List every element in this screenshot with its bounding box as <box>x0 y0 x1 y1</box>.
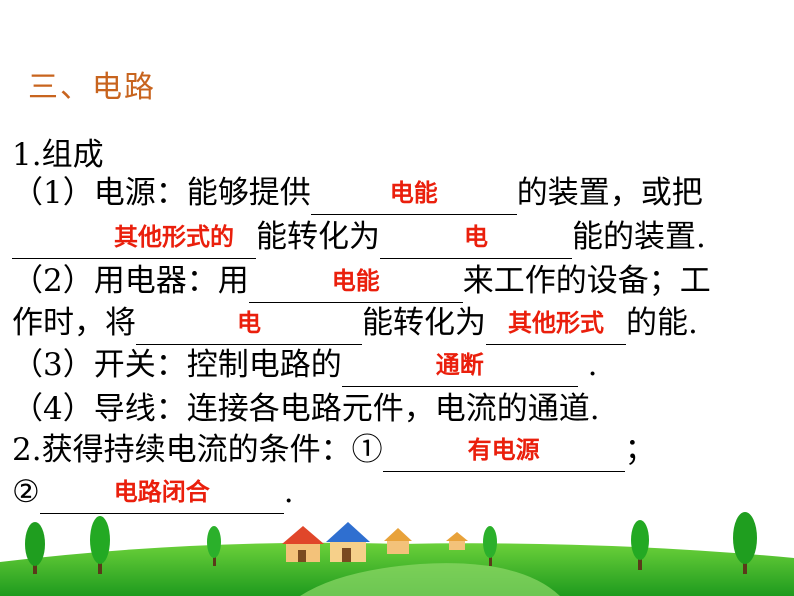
text: 能转化为 <box>362 305 486 341</box>
text: 能的装置. <box>572 219 706 255</box>
tree-icon <box>631 520 649 570</box>
tree-icon <box>733 512 757 574</box>
house-icon <box>326 522 370 562</box>
fill-blank[interactable]: 电路闭合 <box>39 477 284 514</box>
tree-icon <box>483 526 497 566</box>
answer-text: 有电源 <box>467 436 540 464</box>
text: 1.组成 <box>12 137 104 173</box>
line-2: （1）电源：能够提供 电能 的装置，或把 <box>12 171 703 215</box>
line-7: （4）导线：连接各电路元件，电流的通道. <box>12 387 600 431</box>
text: （1）电源：能够提供 <box>12 175 311 211</box>
line-3: 其他形式的能转化为 电 能的装置. <box>12 215 706 259</box>
text: （4）导线：连接各电路元件，电流的通道. <box>12 391 600 427</box>
line-4: （2）用电器：用 电能 来工作的设备；工 <box>12 259 711 303</box>
line-8: 2.获得持续电流的条件：① 有电源 ； <box>12 428 656 472</box>
house-icon <box>282 526 324 562</box>
line-5: 作时，将 电 能转化为其他形式的能. <box>12 301 698 345</box>
line-9: ② 电路闭合. <box>12 470 294 514</box>
answer-text: 电 <box>237 309 261 337</box>
text: 的装置，或把 <box>516 175 703 211</box>
text: 的能. <box>626 305 698 341</box>
text: （3）开关：控制电路的 <box>12 347 342 383</box>
text: ； <box>624 432 656 468</box>
text: 2.获得持续电流的条件：① <box>12 432 383 468</box>
answer-text: 电 <box>464 223 488 251</box>
tree-icon <box>90 516 110 574</box>
tree-icon <box>207 526 221 566</box>
house-icon <box>446 532 468 550</box>
landscape-illustration <box>0 512 794 596</box>
text: 来工作的设备；工 <box>462 263 711 299</box>
fill-blank[interactable]: 电能 <box>248 266 463 303</box>
house-icon <box>384 528 412 554</box>
text: （2）用电器：用 <box>12 263 249 299</box>
fill-blank[interactable]: 其他形式的 <box>12 222 256 259</box>
fill-blank[interactable]: 电能 <box>310 178 517 215</box>
answer-text: 其他形式 <box>508 309 604 337</box>
text: . <box>577 347 598 383</box>
line-6: （3）开关：控制电路的 通断 . <box>12 343 597 387</box>
text: 作时，将 <box>12 305 136 341</box>
line-1: 1.组成 <box>12 133 104 177</box>
answer-text: 电路闭合 <box>113 478 210 506</box>
fill-blank[interactable]: 电 <box>380 222 572 259</box>
section-title: 三、电路 <box>28 70 156 105</box>
text: . <box>283 474 294 510</box>
answer-text: 电能 <box>389 179 438 207</box>
text: 能转化为 <box>256 219 380 255</box>
fill-blank[interactable]: 电 <box>136 308 362 345</box>
answer-text: 电能 <box>331 267 380 295</box>
tree-icon <box>25 522 45 574</box>
fill-blank[interactable]: 通断 <box>341 350 578 387</box>
text: ② <box>12 474 40 510</box>
fill-blank[interactable]: 其他形式 <box>486 308 626 345</box>
answer-text: 其他形式的 <box>114 223 234 251</box>
answer-text: 通断 <box>435 351 484 379</box>
path-highlight <box>300 563 560 596</box>
fill-blank[interactable]: 有电源 <box>382 435 625 472</box>
